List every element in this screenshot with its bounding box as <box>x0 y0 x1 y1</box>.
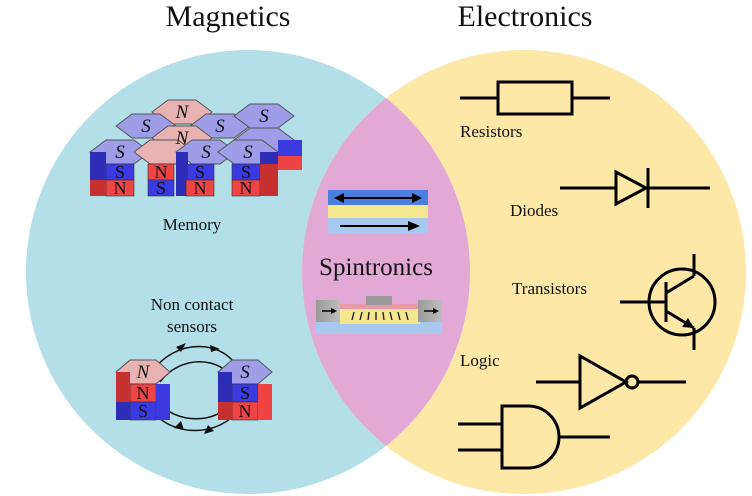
svg-text:S: S <box>115 142 125 163</box>
svg-text:N: N <box>137 383 150 403</box>
svg-text:S: S <box>141 116 151 137</box>
svg-text:S: S <box>259 106 269 127</box>
transistors-label: Transistors <box>512 279 587 298</box>
svg-text:N: N <box>114 178 127 198</box>
svg-text:S: S <box>243 142 253 163</box>
svg-text:N: N <box>239 401 252 421</box>
spin-valve-stack <box>328 190 428 233</box>
svg-text:S: S <box>240 362 250 383</box>
spin-transistor-device <box>316 296 442 334</box>
electronics-title: Electronics <box>458 0 593 33</box>
svg-text:S: S <box>241 162 251 182</box>
sensors-label-line1: Non contact <box>151 295 234 314</box>
magnetics-title: Magnetics <box>166 0 291 33</box>
svg-text:N: N <box>136 362 151 383</box>
svg-text:S: S <box>215 116 225 137</box>
svg-text:N: N <box>194 178 207 198</box>
spintronics-title: Spintronics <box>319 254 433 281</box>
memory-label: Memory <box>163 215 222 234</box>
memory-magnet-array: N S S S N S S S S N N S S N S N <box>89 99 302 198</box>
diode-symbol <box>560 168 710 208</box>
svg-text:S: S <box>240 383 250 403</box>
svg-text:N: N <box>240 178 253 198</box>
svg-text:N: N <box>155 162 168 182</box>
svg-text:S: S <box>115 162 125 182</box>
svg-text:N: N <box>175 128 190 149</box>
resistors-label: Resistors <box>460 122 522 141</box>
logic-not-gate-symbol <box>536 353 686 411</box>
logic-and-gate-symbol <box>458 404 610 470</box>
svg-text:S: S <box>138 401 148 421</box>
transistor-symbol <box>620 254 717 350</box>
overlap-region <box>302 50 470 494</box>
resistor-symbol <box>460 80 610 116</box>
svg-text:S: S <box>195 162 205 182</box>
svg-text:N: N <box>175 102 190 123</box>
diodes-label: Diodes <box>510 201 558 220</box>
svg-text:S: S <box>156 178 166 198</box>
sensor-magnets: N N S S S N <box>115 343 273 434</box>
sensors-label-line2: sensors <box>167 317 217 336</box>
svg-text:S: S <box>201 142 211 163</box>
logic-label: Logic <box>460 351 500 370</box>
